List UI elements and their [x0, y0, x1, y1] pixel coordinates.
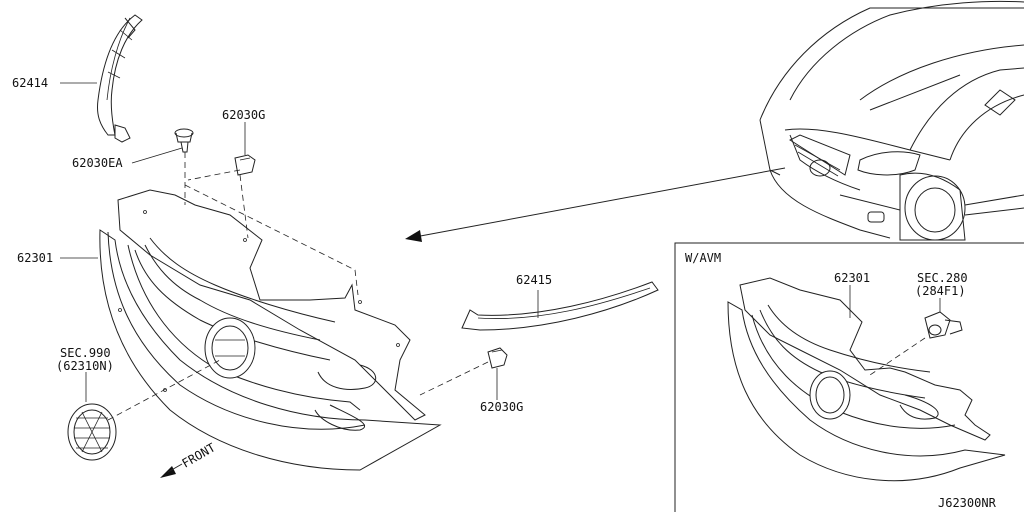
- label-sec990-line1: SEC.990: [60, 346, 111, 360]
- inset-w-avm: [674, 242, 1024, 512]
- label-62030EA: 62030EA: [72, 156, 123, 170]
- label-62030G-top: 62030G: [222, 108, 266, 122]
- diagram-code: J62300NR: [938, 496, 996, 510]
- front-direction-arrow: [160, 463, 183, 478]
- label-sec280-line1: SEC.280: [917, 271, 968, 285]
- emblem-62310N: [67, 359, 221, 461]
- clip-62030G-top: [187, 122, 256, 239]
- label-62414: 62414: [12, 76, 49, 90]
- part-62415-molding: [461, 281, 659, 331]
- vehicle-front-illustration: [759, 0, 1024, 241]
- label-sec990-line2: (62310N): [56, 359, 114, 373]
- reference-arrow: [405, 167, 786, 242]
- clip-62030G-bottom: [419, 347, 508, 400]
- inset-title: W/AVM: [685, 251, 722, 265]
- label-sec280-line2: (284F1): [915, 284, 966, 298]
- label-62301-inset: 62301: [834, 271, 871, 285]
- part-62414-molding: [60, 14, 143, 143]
- clip-62030EA: [131, 128, 194, 205]
- front-label: FRONT: [180, 440, 218, 470]
- label-62301-main: 62301: [17, 251, 54, 265]
- label-62415: 62415: [516, 273, 553, 287]
- label-62030G-bottom: 62030G: [480, 400, 524, 414]
- grille-assembly-62301: [60, 184, 442, 471]
